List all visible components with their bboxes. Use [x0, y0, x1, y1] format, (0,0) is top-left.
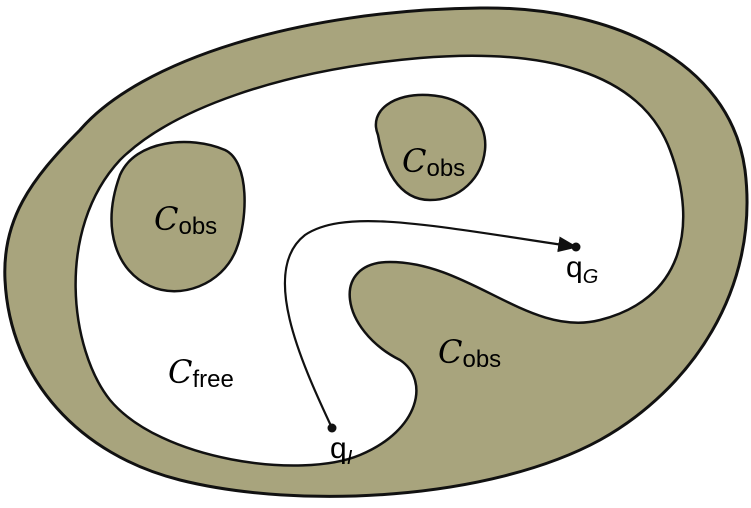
label-goal: qG [566, 251, 598, 288]
goal-point-marker [571, 242, 581, 252]
label-obs-top: Cobs [402, 142, 465, 182]
obstacle-top [374, 93, 487, 202]
label-obs-left: Cobs [154, 200, 217, 240]
start-point-marker [327, 423, 337, 433]
label-start: qI [330, 432, 353, 469]
path-start-to-goal [283, 220, 578, 429]
label-obs-right: Cobs [438, 333, 501, 373]
label-free: Cfree [168, 353, 234, 393]
obstacle-left [110, 140, 246, 293]
